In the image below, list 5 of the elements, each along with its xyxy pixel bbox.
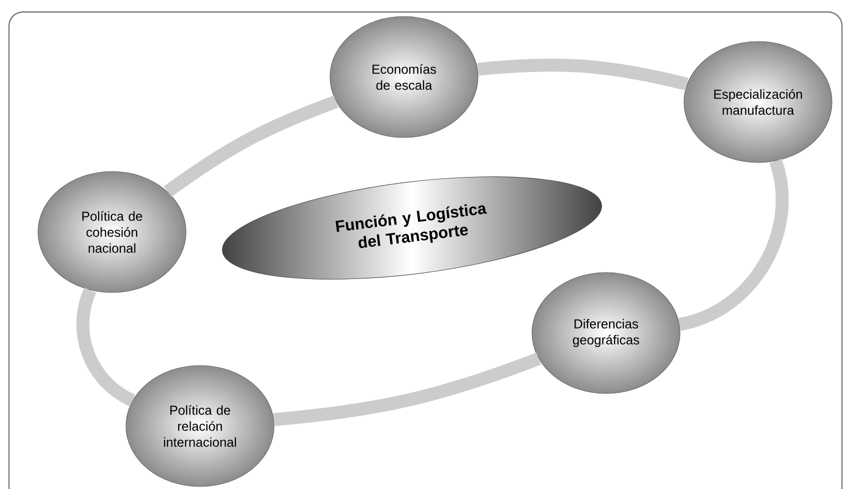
ring-band bbox=[273, 352, 541, 426]
ring-band bbox=[477, 58, 688, 91]
ring-band bbox=[76, 288, 136, 406]
ring-band bbox=[164, 96, 338, 197]
ring-band bbox=[678, 159, 789, 331]
